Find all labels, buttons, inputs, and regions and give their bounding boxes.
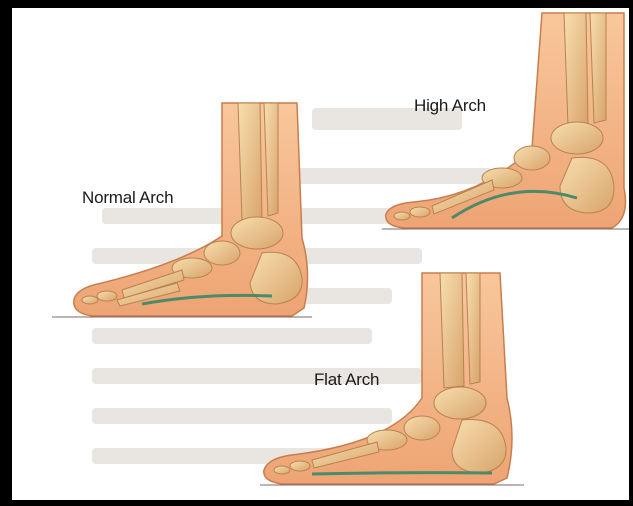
high-arch-label: High Arch — [414, 96, 486, 116]
flat-arch-label: Flat Arch — [314, 370, 379, 390]
normal-arch-label: Normal Arch — [82, 188, 173, 208]
illustration-page: Normal Arch High Arch Flat Arch — [12, 8, 629, 500]
foot-arch-illustration — [12, 8, 629, 500]
